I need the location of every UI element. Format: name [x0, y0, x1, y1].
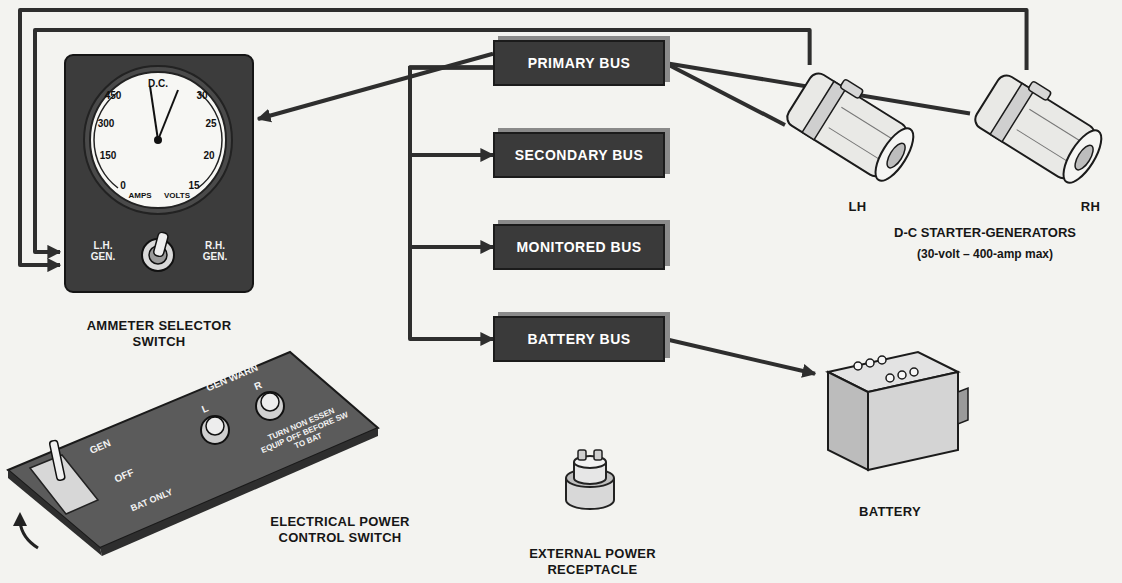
component-label: AMMETER SELECTOR SWITCH — [60, 50, 258, 350]
part-name: (30-volt – 400-amp max) — [917, 248, 1053, 261]
panel-marking: GEN — [88, 437, 112, 456]
switch-position: L.H. GEN. — [83, 240, 123, 262]
gauge-scale: 30 — [196, 90, 207, 101]
gauge-scale: 450 — [105, 90, 122, 101]
component-name: BATTERY — [859, 504, 921, 520]
component-label: RH — [970, 70, 1115, 215]
gauge-scale: 15 — [188, 180, 199, 191]
gauge-scale: AMPS — [128, 192, 151, 201]
wire — [258, 54, 493, 119]
component-name: RH — [1081, 199, 1100, 215]
panel-marking: R — [253, 379, 264, 392]
component-label: LH — [785, 65, 930, 215]
component-label: ELECTRICAL POWER CONTROL SWITCH — [240, 500, 440, 546]
external-power-receptacle — [566, 450, 614, 509]
gauge-scale: 0 — [120, 180, 126, 191]
gauge-scale: 150 — [100, 150, 117, 161]
gauge-scale: D.C. — [148, 78, 168, 89]
wire — [410, 68, 493, 339]
bus-name: SECONDARY BUS — [515, 147, 644, 163]
component-name: EXTERNAL POWER RECEPTACLE — [508, 546, 678, 579]
part-name: D-C STARTER-GENERATORS — [894, 226, 1076, 240]
bus-name: BATTERY BUS — [527, 331, 630, 347]
wire — [35, 30, 810, 252]
starter-generator — [972, 65, 1113, 188]
bus-name: MONITORED BUS — [516, 239, 641, 255]
gauge-scale: 25 — [205, 118, 216, 129]
bus-box: MONITORED BUS — [493, 224, 665, 270]
wire — [410, 68, 493, 247]
wire — [410, 68, 493, 155]
panel-marking: OFF — [113, 467, 136, 485]
bus-box: BATTERY BUS — [493, 316, 665, 362]
panel-marking: GEN WARN — [205, 362, 260, 394]
component-name: AMMETER SELECTOR SWITCH — [84, 318, 234, 351]
bus-name: PRIMARY BUS — [528, 55, 631, 71]
switch-position: R.H. GEN. — [195, 240, 235, 262]
gauge-scale: VOLTS — [164, 192, 190, 201]
bus-box: PRIMARY BUS — [493, 40, 665, 86]
panel-marking: L — [200, 402, 210, 415]
component-label: EXTERNAL POWER RECEPTACLE — [505, 440, 680, 578]
component-name: ELECTRICAL POWER CONTROL SWITCH — [245, 514, 435, 547]
wire — [665, 339, 815, 374]
bus-box: SECONDARY BUS — [493, 132, 665, 178]
panel-marking: TURN NON ESSEN EQUIP OFF BEFORE SW TO BA… — [256, 402, 355, 464]
starter-generator — [784, 63, 925, 186]
gauge-scale: 300 — [98, 118, 115, 129]
ammeter-panel — [65, 55, 253, 292]
battery — [828, 352, 968, 470]
panel-marking: BAT ONLY — [118, 483, 186, 519]
component-label: BATTERY — [815, 325, 965, 520]
component-name: LH — [849, 199, 867, 215]
gauge-scale: 20 — [203, 150, 214, 161]
